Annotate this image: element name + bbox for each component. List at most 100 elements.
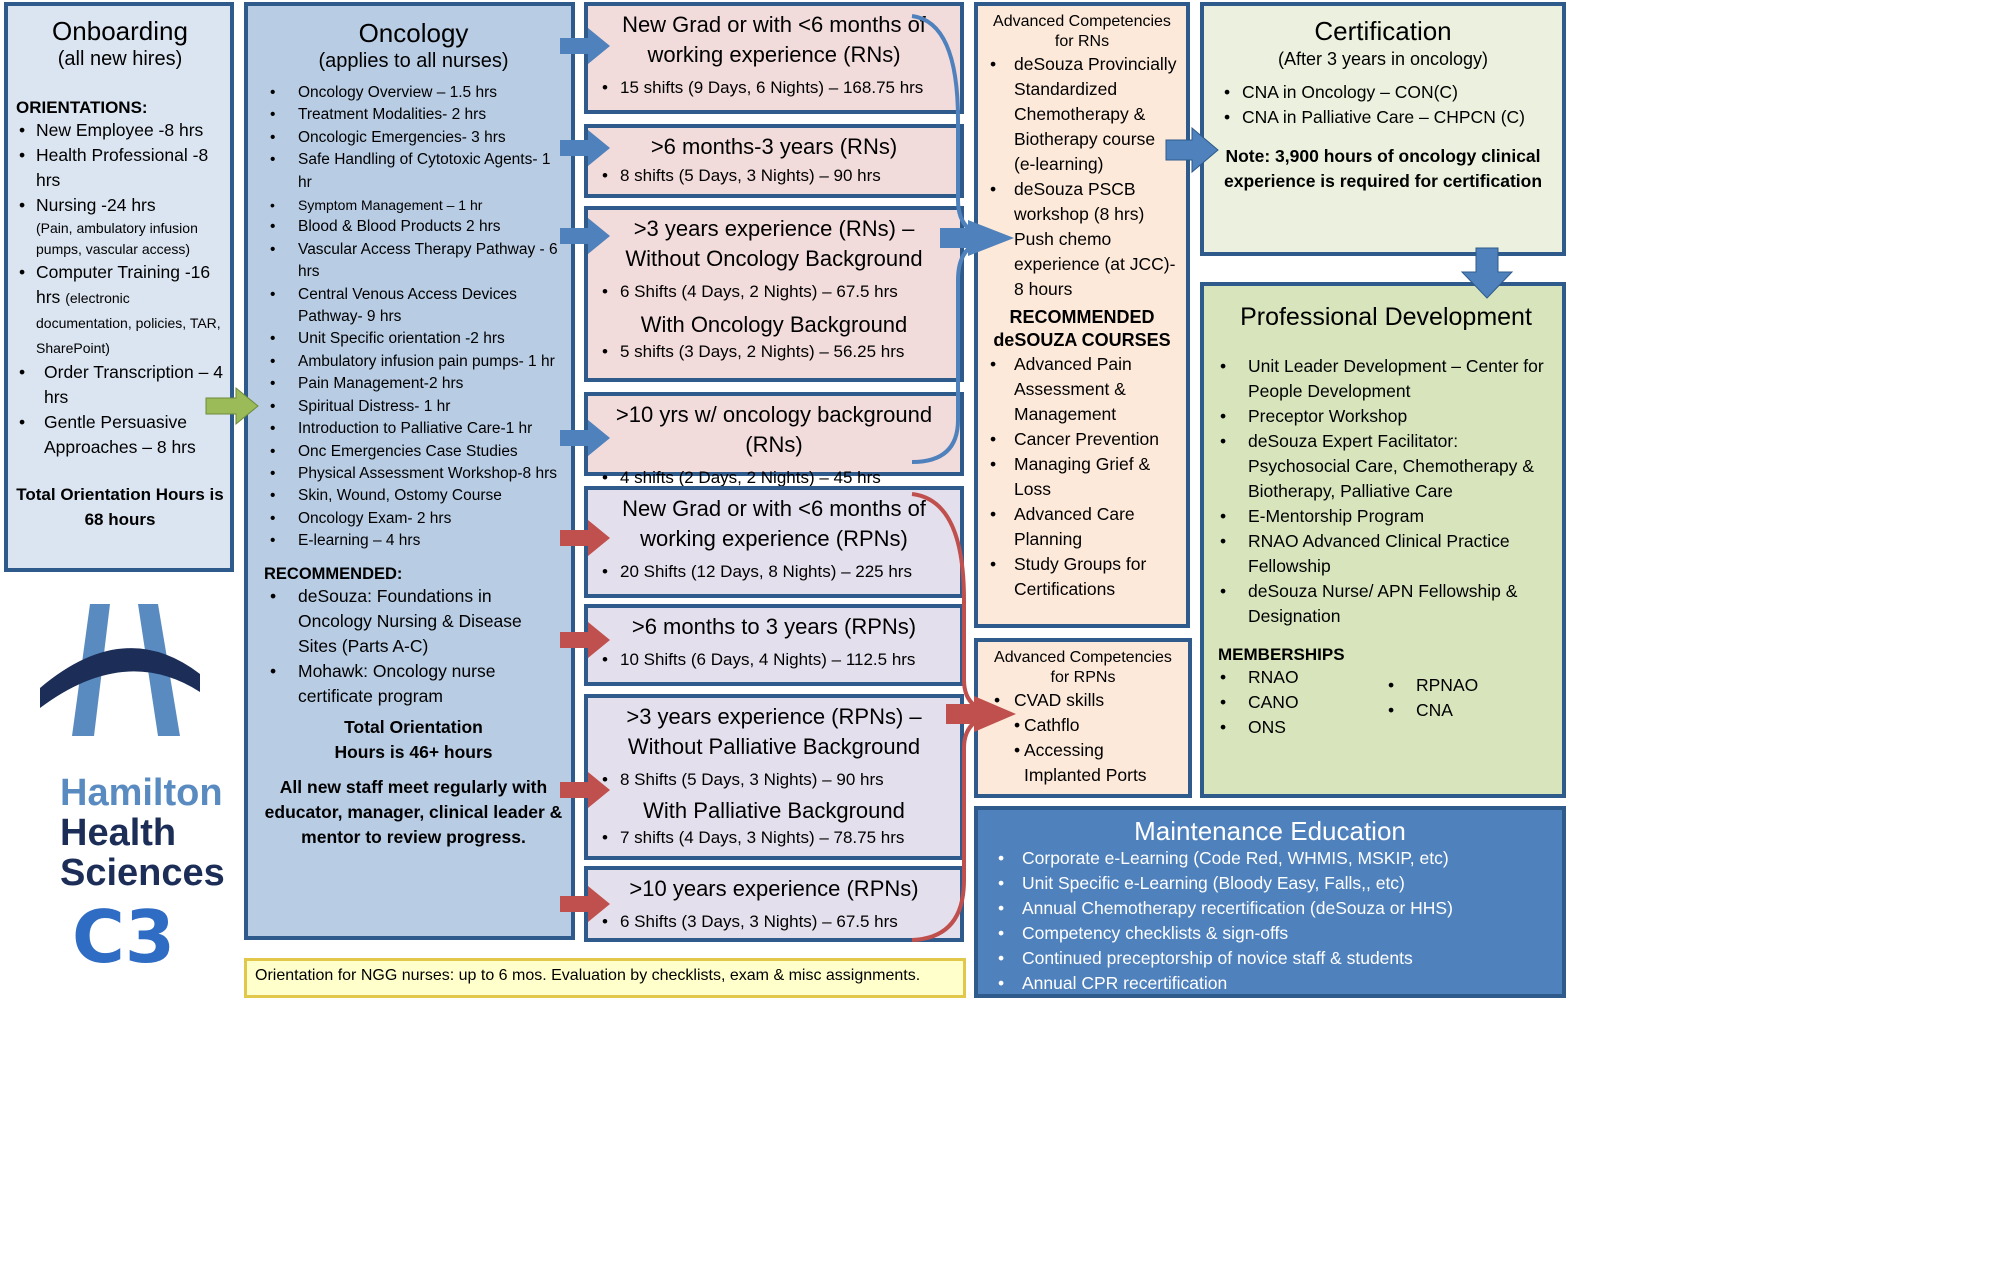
list-item: Oncologic Emergencies- 3 hrs (264, 127, 563, 150)
list-item: Symptom Management – 1 hr (264, 194, 563, 217)
program-heading-2: With Oncology Background (640, 312, 908, 337)
list-item: CVAD skills (984, 688, 1182, 713)
list-item: Health Professional -8 hrs (16, 143, 224, 193)
list-item: CNA (1386, 698, 1554, 723)
list-item: deSouza Provincially Standardized Chemot… (984, 52, 1180, 177)
rpn-program-new-grad: New Grad or with <6 months of working ex… (584, 486, 964, 598)
maintenance-title: Maintenance Education (1134, 816, 1406, 846)
list-item: Accessing Implanted Ports (1004, 738, 1182, 788)
list-item: Gentle Persuasive Approaches – 8 hrs (16, 410, 224, 460)
oncology-box: Oncology (applies to all nurses) Oncolog… (244, 2, 575, 940)
ngg-orientation-note: Orientation for NGG nurses: up to 6 mos.… (244, 958, 966, 998)
arrow-right-icon (560, 130, 610, 166)
list-item: Physical Assessment Workshop-8 hrs (264, 463, 563, 486)
program-shifts: 4 shifts (2 Days, 2 Nights) – 45 hrs (596, 466, 952, 490)
list-item: deSouza Nurse/ APN Fellowship & Designat… (1218, 579, 1554, 629)
list-item: CNA in Oncology – CON(C) (1212, 80, 1554, 105)
list-item: Study Groups for Certifications (984, 552, 1180, 602)
list-item: Safe Handling of Cytotoxic Agents- 1 hr (264, 149, 563, 194)
program-shifts: 15 shifts (9 Days, 6 Nights) – 168.75 hr… (596, 76, 952, 100)
list-item: Competency checklists & sign-offs (988, 921, 1552, 946)
computer-note: (electronic documentation, policies, TAR… (36, 290, 221, 356)
advanced-competencies-rn-box: Advanced Competencies for RNs deSouza Pr… (974, 2, 1190, 628)
program-heading: >3 years experience (RNs) – Without Onco… (625, 216, 923, 271)
arrow-right-icon (560, 886, 610, 922)
professional-development-list: Unit Leader Development – Center for Peo… (1218, 354, 1554, 629)
advanced-rpn-list: CVAD skills (984, 688, 1182, 713)
program-shifts: 10 Shifts (6 Days, 4 Nights) – 112.5 hrs (596, 648, 952, 672)
list-item: Oncology Exam- 2 hrs (264, 508, 563, 531)
maintenance-education-box: Maintenance Education Corporate e-Learni… (974, 806, 1566, 998)
oncology-title: Oncology (358, 18, 469, 48)
memberships-left-list: RNAO CANO ONS (1218, 665, 1386, 740)
list-item: Mohawk: Oncology nurse certificate progr… (264, 659, 563, 709)
maintenance-list: Corporate e-Learning (Code Red, WHMIS, M… (988, 846, 1552, 996)
list-item: Blood & Blood Products 2 hrs (264, 216, 563, 239)
program-shifts: 8 shifts (5 Days, 3 Nights) – 90 hrs (596, 164, 952, 188)
list-item: RNAO Advanced Clinical Practice Fellowsh… (1218, 529, 1554, 579)
orientations-list: New Employee -8 hrs Health Professional … (16, 118, 224, 460)
flow-arrows (205, 14, 1514, 942)
certification-list: CNA in Oncology – CON(C) CNA in Palliati… (1212, 80, 1554, 130)
program-heading: >3 years experience (RPNs) – Without Pal… (626, 704, 922, 759)
onboarding-total: Total Orientation Hours is 68 hours (16, 485, 224, 529)
orientations-heading: ORIENTATIONS: (16, 98, 148, 117)
list-item: Annual CPR recertification (988, 971, 1552, 996)
memberships-right-list: RPNAO CNA (1386, 673, 1554, 740)
arrow-right-icon (560, 28, 610, 64)
program-shifts-2: 7 shifts (4 Days, 3 Nights) – 78.75 hrs (596, 826, 952, 850)
certification-subtitle: (After 3 years in oncology) (1277, 49, 1489, 69)
memberships-heading: MEMBERSHIPS (1218, 645, 1345, 664)
arrow-right-icon (560, 420, 610, 456)
list-item: Vascular Access Therapy Pathway - 6 hrs (264, 239, 563, 284)
list-item: Skin, Wound, Ostomy Course (264, 485, 563, 508)
program-heading: New Grad or with <6 months of working ex… (622, 12, 926, 67)
list-item: Cathflo (1004, 713, 1182, 738)
program-heading: >6 months to 3 years (RPNs) (631, 614, 917, 639)
list-item: Advanced Care Planning (984, 502, 1180, 552)
list-item: CNA in Palliative Care – CHPCN (C) (1212, 105, 1554, 130)
list-item: Introduction to Palliative Care-1 hr (264, 418, 563, 441)
arrow-right-icon (560, 218, 610, 254)
list-item: Unit Leader Development – Center for Peo… (1218, 354, 1554, 404)
rpn-program-10yr: >10 years experience (RPNs) 6 Shifts (3 … (584, 866, 964, 942)
onboarding-box: Onboarding (all new hires) ORIENTATIONS:… (4, 2, 234, 572)
list-item: Annual Chemotherapy recertification (deS… (988, 896, 1552, 921)
list-item: Preceptor Workshop (1218, 404, 1554, 429)
arrow-right-icon (1165, 126, 1219, 174)
list-item: CANO (1218, 690, 1386, 715)
oncology-subtitle: (applies to all nurses) (318, 50, 509, 72)
certification-note: Note: 3,900 hours of oncology clinical e… (1223, 146, 1543, 191)
memberships: RNAO CANO ONS RPNAO CNA (1218, 665, 1554, 740)
oncology-total: Total Orientation Hours is 46+ hours (334, 716, 493, 762)
logo-text-line3: Sciences (60, 852, 225, 894)
list-item: deSouza Expert Facilitator: Psychosocial… (1218, 429, 1554, 504)
arrow-right-icon (560, 772, 610, 808)
list-item: Push chemo experience (at JCC)- 8 hours (984, 227, 1180, 302)
nursing-note: (Pain, ambulatory infusion pumps, vascul… (36, 220, 198, 257)
advanced-rpn-sublist: Cathflo Accessing Implanted Ports (984, 713, 1182, 788)
recommended-desouza-heading: RECOMMENDED deSOUZA COURSES (993, 307, 1171, 350)
arrow-right-icon (946, 696, 1016, 732)
list-item: Nursing -24 hrs (Pain, ambulatory infusi… (16, 193, 224, 260)
list-item: Central Venous Access Devices Pathway- 9… (264, 284, 563, 329)
list-item: RPNAO (1386, 673, 1554, 698)
program-shifts-2: 5 shifts (3 Days, 2 Nights) – 56.25 hrs (596, 340, 952, 364)
program-shifts: 8 Shifts (5 Days, 3 Nights) – 90 hrs (596, 768, 952, 792)
list-item: Onc Emergencies Case Studies (264, 441, 563, 464)
list-item: ONS (1218, 715, 1386, 740)
logo-text-line2: Health (60, 812, 177, 854)
program-heading: >10 yrs w/ oncology background (RNs) (615, 402, 933, 457)
logo-text-line1: Hamilton (60, 772, 223, 814)
list-item: E-learning – 4 hrs (264, 530, 563, 553)
program-heading-2: With Palliative Background (643, 798, 905, 823)
advanced-rpn-title: Advanced Competencies for RPNs (994, 649, 1172, 686)
list-item: Continued preceptorship of novice staff … (988, 946, 1552, 971)
list-item: RNAO (1218, 665, 1386, 690)
rn-program-3yr: >3 years experience (RNs) – Without Onco… (584, 206, 964, 382)
certification-title: Certification (1314, 16, 1452, 46)
oncology-course-list: Oncology Overview – 1.5 hrsTreatment Mod… (264, 82, 563, 553)
logo-text-c3: C3 (72, 895, 175, 979)
arrow-right-icon (940, 220, 1014, 256)
recommended-heading: RECOMMENDED: (264, 564, 403, 583)
